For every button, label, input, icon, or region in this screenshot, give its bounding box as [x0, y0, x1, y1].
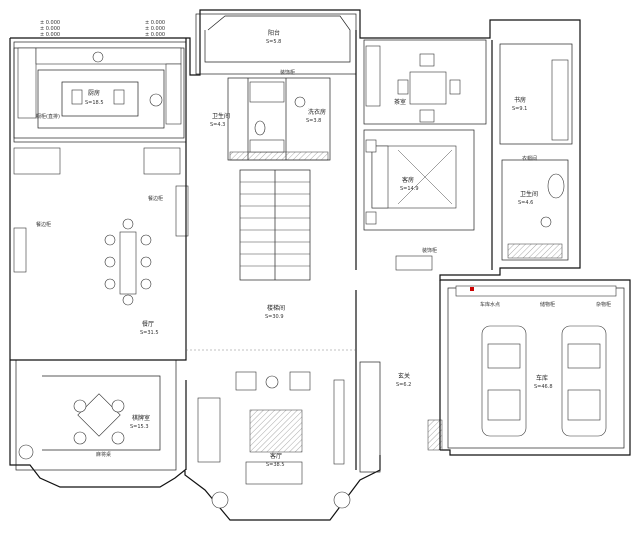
garage-water: 车库水点 [480, 301, 500, 308]
water-point-marker [470, 287, 474, 291]
mahjong-label: 麻将桌 [96, 451, 111, 458]
garage-cab: 杂物柜 [596, 301, 611, 308]
bath-block: 卫生间 S=4.3 洗衣房 S=3.8 装饰柜 [210, 69, 331, 161]
garage: 车库 S=46.8 车库水点 储物柜 杂物柜 [447, 285, 625, 449]
living-area: S=38.5 [266, 462, 285, 468]
staircase [239, 169, 311, 281]
dining-area: S=31.5 [140, 330, 159, 336]
mahjong-room: 棋牌室 S=15.3 麻将桌 [15, 359, 177, 471]
balcony: 阳台 S=5.8 [266, 29, 281, 45]
living: 客厅 S=38.5 [197, 371, 351, 509]
guest-bath-area: S=4.6 [518, 200, 533, 206]
garage-name: 车库 [536, 374, 548, 382]
level-note-4: ± 0.000 [145, 20, 165, 26]
wash-annotation: 装饰柜 [280, 69, 295, 76]
hall-area: S=30.9 [265, 314, 284, 320]
level-note-2: ± 0.000 [40, 26, 60, 32]
tea-name: 茶室 [394, 98, 406, 106]
study-area: S=9.1 [512, 106, 527, 112]
dining: 餐厅 S=31.5 餐边柜 餐边柜 [13, 147, 189, 336]
play-area: S=15.3 [130, 424, 149, 430]
wash-area: S=3.8 [306, 118, 321, 124]
hall-name: 楼梯间 [267, 304, 285, 312]
living-name: 客厅 [270, 452, 282, 460]
guest-bath: 卫生间 S=4.6 衣帽间 [501, 155, 569, 261]
hall: 楼梯间 S=30.9 装饰柜 [265, 247, 437, 320]
cloakroom-label: 衣帽间 [522, 155, 537, 162]
balcony-name: 阳台 [268, 29, 280, 37]
play-name: 棋牌室 [132, 414, 150, 422]
guest-bath-name: 卫生间 [520, 190, 538, 198]
entry: 玄关 S=6.2 [359, 361, 443, 473]
dining-cab-left: 餐边柜 [36, 221, 51, 228]
outer-walls [9, 9, 631, 521]
kitchen-area: S=18.5 [85, 100, 104, 106]
level-note-1: ± 0.000 [40, 20, 60, 26]
kitchen-name: 厨房 [88, 89, 100, 97]
garage-area: S=46.8 [534, 384, 553, 390]
wash-name: 洗衣房 [308, 108, 326, 116]
entry-name: 玄关 [398, 372, 410, 380]
entry-area: S=6.2 [396, 382, 411, 388]
guest-room: 客房 S=14.9 [363, 129, 475, 231]
level-note-5: ± 0.000 [145, 26, 165, 32]
guest-area: S=14.9 [400, 186, 419, 192]
garage-storage: 储物柜 [540, 301, 555, 308]
bath-name: 卫生间 [212, 112, 230, 120]
balcony-area: S=5.8 [266, 39, 281, 45]
level-note-6: ± 0.000 [145, 32, 165, 38]
dining-cab-top: 餐边柜 [148, 195, 163, 202]
study-name: 书房 [514, 96, 526, 104]
level-note-3: ± 0.000 [40, 32, 60, 38]
dining-name: 餐厅 [142, 320, 154, 328]
hall-cab: 装饰柜 [422, 247, 437, 254]
partitions [10, 30, 493, 470]
guest-name: 客房 [402, 176, 414, 184]
kitchen: 厨房 S=18.5 橱柜(直排) ± 0.000 ± 0.000 ± 0.000… [13, 20, 185, 139]
tea-room: 茶室 [363, 39, 487, 125]
bath-area: S=4.3 [210, 122, 225, 128]
kitchen-annotation: 橱柜(直排) [36, 113, 60, 120]
study: 书房 S=9.1 [499, 43, 573, 145]
